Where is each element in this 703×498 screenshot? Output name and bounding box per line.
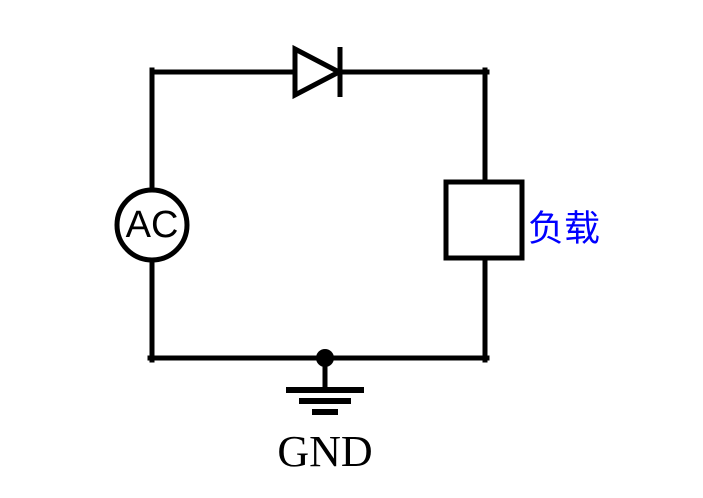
ac-source-circle-icon bbox=[114, 187, 190, 263]
wire-group bbox=[147, 67, 490, 393]
ac-source-label: AC bbox=[126, 204, 179, 246]
diode-triangle-icon bbox=[292, 44, 345, 100]
diode-symbol[interactable] bbox=[292, 44, 345, 100]
load-label: 负载 bbox=[528, 208, 600, 249]
load-symbol[interactable] bbox=[443, 179, 525, 261]
ground-label: GND bbox=[277, 427, 372, 476]
ac-source-symbol[interactable]: AC bbox=[114, 187, 190, 263]
ground-symbol[interactable] bbox=[286, 349, 364, 415]
load-box-icon bbox=[443, 179, 525, 261]
junction-dot-icon bbox=[316, 349, 334, 367]
